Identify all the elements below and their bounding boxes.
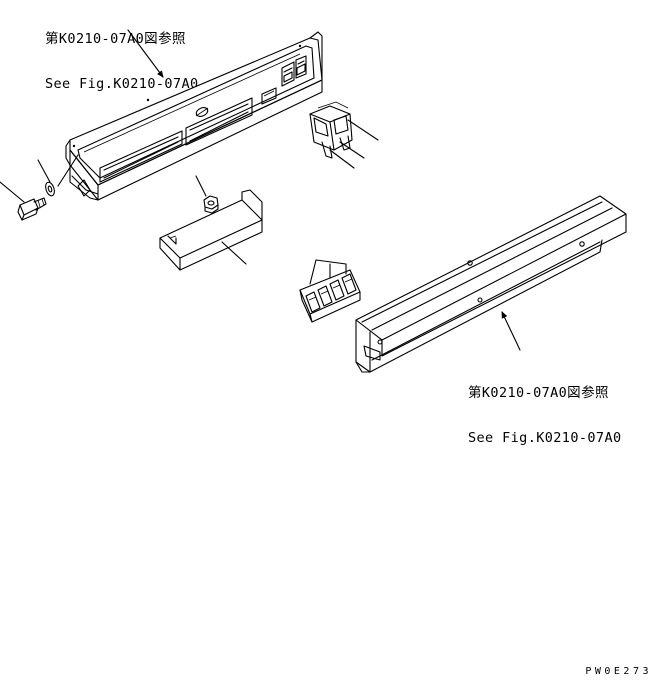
reference-note-bottom: 第K0210-07A0図参照 See Fig.K0210-07A0 [468,356,622,461]
reference-note-top-jp: 第K0210-07A0図参照 [45,31,186,47]
switch-bracket [159,175,263,271]
side-panel [355,195,627,373]
drawing-code: PW0E273 [585,666,652,677]
reference-note-top-en: See Fig.K0210-07A0 [45,76,199,92]
reference-note-top: 第K0210-07A0図参照 See Fig.K0210-07A0 [45,2,199,107]
switch-bank [299,259,361,323]
reference-note-bottom-jp: 第K0210-07A0図参照 [468,385,609,401]
reference-note-bottom-en: See Fig.K0210-07A0 [468,430,622,446]
bolt-assembly [0,154,79,221]
dashboard-panel [65,29,323,201]
rocker-switch [309,101,379,169]
